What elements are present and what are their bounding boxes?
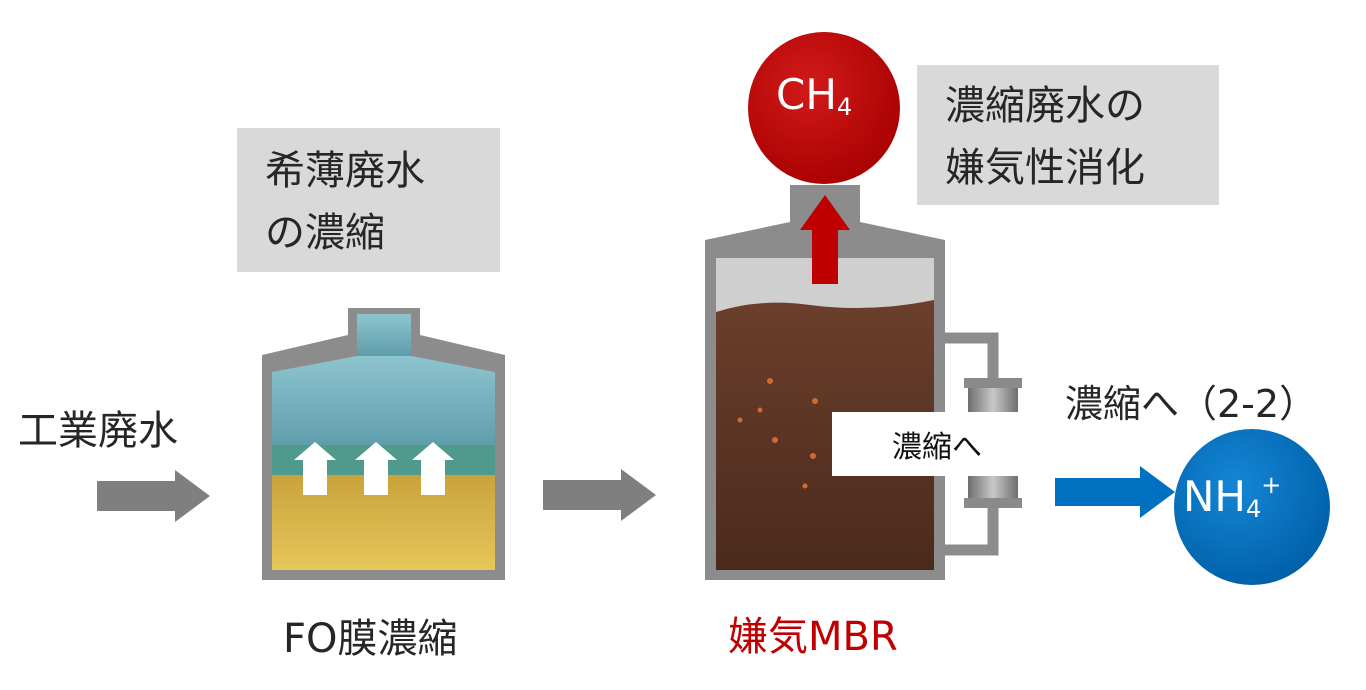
transfer-arrow	[543, 469, 656, 521]
to-concentration-label: 濃縮へ（2-2）	[1065, 382, 1318, 426]
industrial-wastewater-label: 工業廃水	[18, 408, 178, 454]
fo-concentration-callout: 希薄廃水 の濃縮	[237, 128, 500, 272]
ammonium-formula: NH4+	[1183, 471, 1281, 523]
to-concentration-tag: 濃縮へ	[832, 412, 1042, 476]
fo-membrane-tank	[262, 308, 505, 580]
ammonium-formula-subscript: 4	[1246, 495, 1262, 523]
fo-callout-line-1: 希薄廃水	[265, 148, 425, 194]
ammonium-formula-charge: +	[1261, 471, 1282, 499]
ammonium-circle	[1174, 429, 1330, 585]
digestion-callout-line-2: 嫌気性消化	[945, 145, 1145, 191]
anaerobic-digestion-callout: 濃縮廃水の 嫌気性消化	[917, 65, 1219, 205]
inflow-arrow	[97, 470, 210, 522]
fo-membrane-caption: FO膜濃縮	[283, 616, 458, 662]
fo-callout-line-2: の濃縮	[265, 210, 385, 256]
methane-circle	[748, 32, 900, 184]
anaerobic-mbr-caption: 嫌気MBR	[728, 614, 898, 660]
methane-up-arrow	[800, 195, 850, 284]
sludge-particles	[737, 378, 818, 489]
digestion-callout-line-1: 濃縮廃水の	[945, 83, 1145, 129]
to-concentration-tag-text: 濃縮へ	[892, 430, 982, 465]
permeation-arrows	[294, 442, 454, 495]
methane-formula: CH4	[776, 70, 852, 121]
methane-formula-subscript: 4	[836, 93, 853, 121]
ammonium-formula-main: NH	[1183, 472, 1246, 521]
anaerobic-mbr-tank	[705, 185, 1022, 580]
methane-formula-main: CH	[776, 70, 837, 119]
ammonium-arrow	[1055, 466, 1175, 518]
